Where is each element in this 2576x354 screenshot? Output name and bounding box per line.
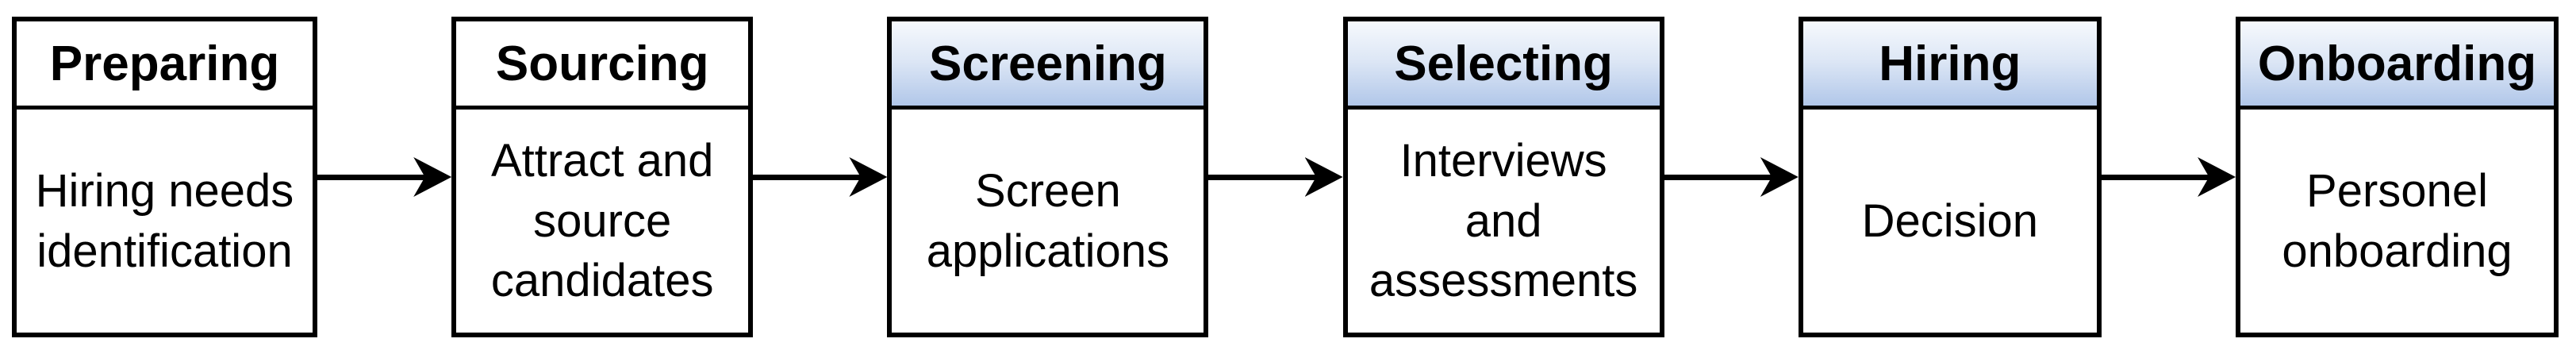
flow-arrow-4 (1664, 153, 1799, 201)
stage-title-screening: Screening (892, 21, 1204, 110)
stage-description-selecting: Interviews and assessments (1369, 135, 1638, 307)
arrow-line (753, 174, 862, 180)
stage-description-preparing: Hiring needs identification (35, 165, 294, 277)
stage-description-screening: Screen applications (926, 165, 1170, 277)
stage-box-screening: Screening Screen applications (887, 17, 1209, 337)
arrow-line (317, 174, 426, 180)
flow-arrow-5 (2101, 153, 2236, 201)
arrow-line (1208, 174, 1317, 180)
stage-box-onboarding: Onboarding Personel onboarding (2236, 17, 2559, 337)
stage-box-preparing: Preparing Hiring needs identification (12, 17, 317, 337)
stage-description-sourcing: Attract and source candidates (490, 135, 714, 307)
stage-description-onboarding: Personel onboarding (2282, 165, 2513, 277)
flow-arrow-2 (753, 153, 888, 201)
arrow-line (2101, 174, 2210, 180)
flow-arrow-1 (317, 153, 452, 201)
stage-title-onboarding: Onboarding (2240, 21, 2555, 110)
flow-arrow-3 (1208, 153, 1343, 201)
stage-title-selecting: Selecting (1347, 21, 1660, 110)
stage-box-selecting: Selecting Interviews and assessments (1342, 17, 1664, 337)
arrow-line (1664, 174, 1772, 180)
stage-box-hiring: Hiring Decision (1798, 17, 2102, 337)
stage-box-sourcing: Sourcing Attract and source candidates (451, 17, 754, 337)
stage-description-hiring: Decision (1861, 194, 2039, 247)
stage-title-preparing: Preparing (17, 21, 313, 110)
stage-title-sourcing: Sourcing (456, 21, 749, 110)
stage-title-hiring: Hiring (1802, 21, 2097, 110)
